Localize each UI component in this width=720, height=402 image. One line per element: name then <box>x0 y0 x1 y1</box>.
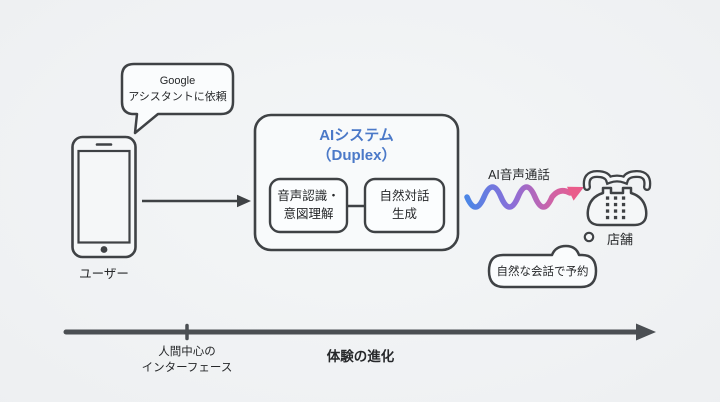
request-bubble-line2: アシスタントに依頼 <box>128 91 227 103</box>
bubble-tail-dot <box>583 231 595 243</box>
request-bubble-line1: Google <box>159 74 196 87</box>
arrow-right-icon <box>142 194 251 208</box>
reservation-bubble-shape <box>487 244 598 289</box>
dialogue-generation-label: 自然対話 生成 <box>379 189 430 221</box>
reservation-bubble-label: 自然な会話で予約 <box>496 266 589 278</box>
timeline-axis-label: 体験の進化 <box>326 349 395 364</box>
store-label: 店舗 <box>606 232 633 247</box>
ai-voice-call-label: AI音声通話 <box>488 168 550 182</box>
timeline-tick-label: 人間中心の インターフェース <box>141 346 233 375</box>
telephone-icon <box>582 169 652 227</box>
ai-system-title-sub: （Duplex） <box>316 147 397 165</box>
ai-system-title-main: AIシステム <box>319 127 394 144</box>
smartphone-icon <box>71 135 137 259</box>
ai-system-title: AIシステム （Duplex） <box>255 126 458 167</box>
request-bubble-shape <box>120 62 235 135</box>
wave-arrow-icon <box>464 184 584 210</box>
user-label: ユーザー <box>79 267 129 281</box>
request-bubble: Google アシスタントに依頼 <box>122 64 233 114</box>
timeline-arrow-icon <box>63 323 656 341</box>
speech-recognition-label: 音声認識・ 意図理解 <box>277 189 340 221</box>
